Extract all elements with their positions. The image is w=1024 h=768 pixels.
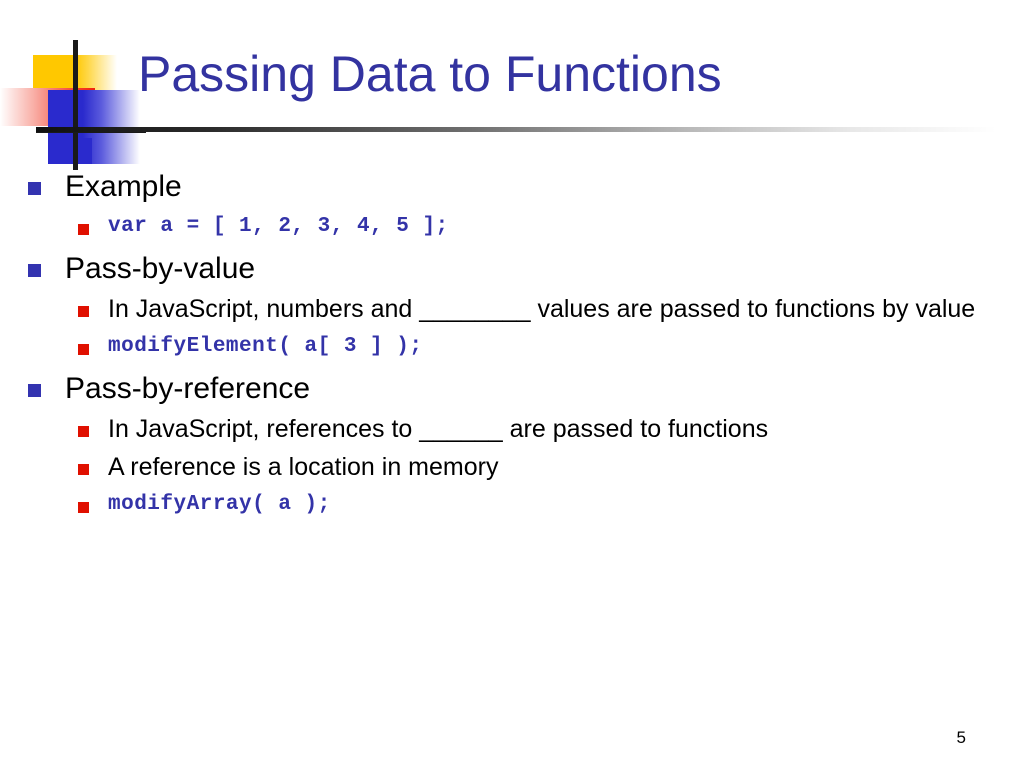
bullet-item: Pass-by-reference [0,370,1024,408]
square-bullet-icon [78,224,89,235]
square-bullet-icon [78,426,89,437]
bullet-text: In JavaScript, numbers and ________ valu… [108,295,976,323]
slide-body: Example var a = [ 1, 2, 3, 4, 5 ]; Pass-… [0,160,1024,520]
bullet-item: In JavaScript, references to ______ are … [0,413,1024,446]
bullet-item: In JavaScript, numbers and ________ valu… [0,293,1024,326]
bullet-item: var a = [ 1, 2, 3, 4, 5 ]; [0,212,1024,242]
square-bullet-icon [28,182,41,195]
square-bullet-icon [78,306,89,317]
square-bullet-icon [28,384,41,397]
bullet-text: A reference is a location in memory [108,453,499,481]
square-bullet-icon [28,264,41,277]
bullet-text: Example [65,170,182,203]
page-number: 5 [956,728,966,747]
code-text: modifyElement( a[ 3 ] ); [108,335,423,358]
bullet-item: modifyElement( a[ 3 ] ); [0,332,1024,362]
logo-red-gradient-bar [0,88,95,126]
code-text: modifyArray( a ); [108,493,331,516]
square-bullet-icon [78,502,89,513]
logo-vertical-line [73,40,78,170]
bullet-item: modifyArray( a ); [0,490,1024,520]
slide-title: Passing Data to Functions [138,46,722,102]
bullet-item: Example [0,168,1024,206]
square-bullet-icon [78,344,89,355]
bullet-item: A reference is a location in memory [0,451,1024,484]
code-text: var a = [ 1, 2, 3, 4, 5 ]; [108,215,449,238]
bullet-item: Pass-by-value [0,250,1024,288]
square-bullet-icon [78,464,89,475]
logo-yellow-square [33,55,117,91]
bullet-text: Pass-by-value [65,252,256,285]
title-underline-rule [36,127,996,132]
bullet-text: In JavaScript, references to ______ are … [108,415,769,443]
bullet-text: Pass-by-reference [65,372,311,405]
